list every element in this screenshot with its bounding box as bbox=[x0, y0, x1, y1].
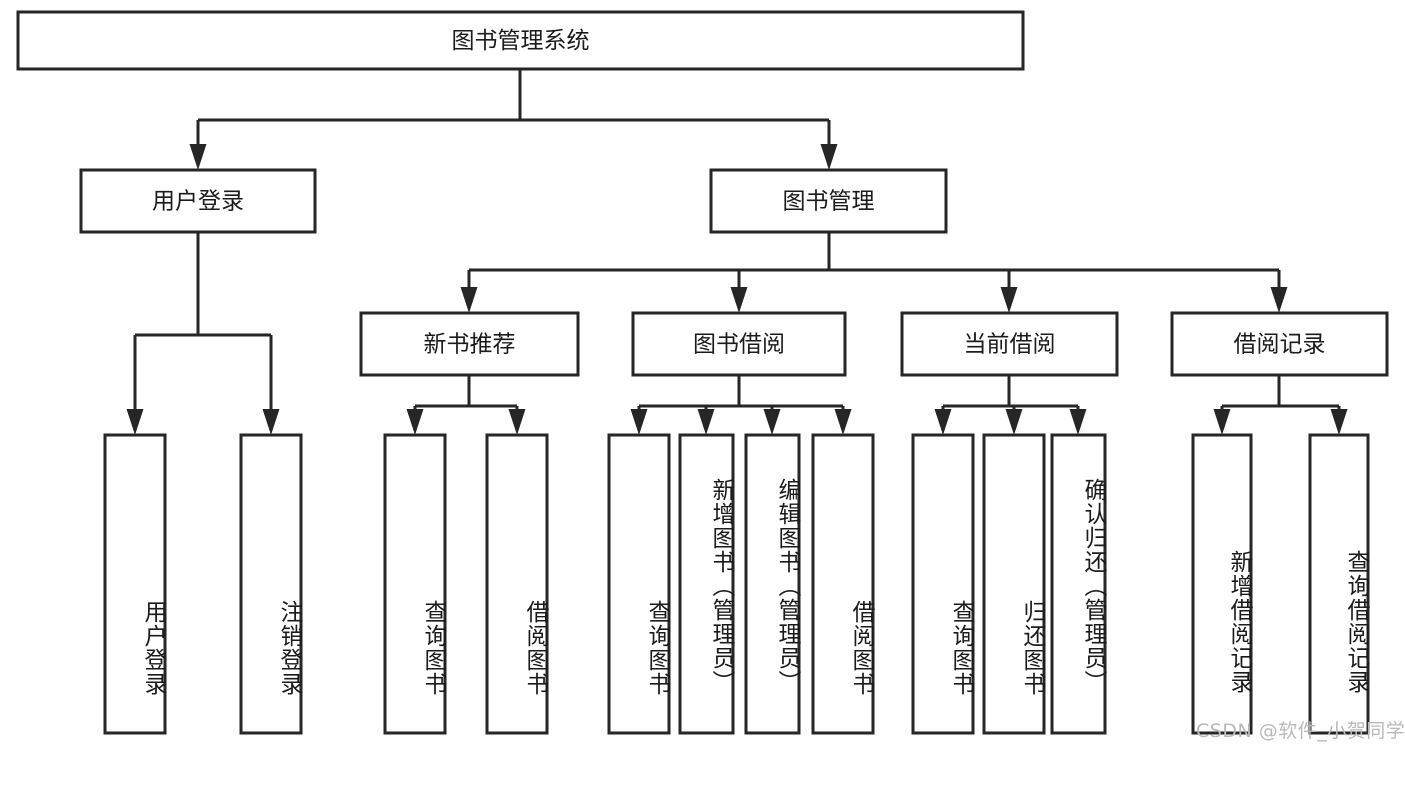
leaf-query-borrow-record[interactable] bbox=[1308, 433, 1370, 735]
node-borrow-record[interactable] bbox=[1170, 311, 1389, 377]
node-book-borrow[interactable] bbox=[631, 311, 847, 377]
node-new-book-recommend-label: 新书推荐 bbox=[424, 332, 516, 358]
node-current-borrow[interactable] bbox=[900, 311, 1119, 377]
leaf-logout[interactable] bbox=[239, 433, 303, 735]
node-root-system-label: 图书管理系统 bbox=[452, 28, 590, 54]
node-new-book-recommend[interactable] bbox=[359, 311, 580, 377]
node-current-borrow-label: 当前借阅 bbox=[964, 332, 1056, 358]
csdn-watermark: CSDN @软件_小贺同学 bbox=[1196, 720, 1405, 742]
node-user-login[interactable] bbox=[79, 168, 317, 234]
node-book-management[interactable] bbox=[709, 168, 948, 234]
leaf-add-book-admin[interactable] bbox=[678, 433, 735, 735]
connector-root-to-level2 bbox=[189, 69, 838, 170]
leaf-add-borrow-record[interactable] bbox=[1191, 433, 1253, 735]
leaf-borrow-book[interactable] bbox=[811, 433, 875, 735]
leaf-edit-book-admin[interactable] bbox=[744, 433, 801, 735]
leaf-user-login[interactable] bbox=[103, 433, 167, 735]
connector-current-borrow-to-leaves bbox=[934, 375, 1087, 435]
connectors-layer bbox=[126, 69, 1348, 435]
node-root-system[interactable] bbox=[16, 10, 1025, 71]
leaf-return-book[interactable] bbox=[982, 433, 1046, 735]
leaf-query-book-recommend[interactable] bbox=[383, 433, 447, 735]
diagram-canvas: 图书管理系统用户登录图书管理新书推荐图书借阅当前借阅借阅记录 用户登录注销登录查… bbox=[16, 10, 1405, 742]
boxes-layer bbox=[16, 10, 1389, 735]
leaf-query-book-borrow[interactable] bbox=[607, 433, 671, 735]
connector-user-login-to-leaves bbox=[126, 232, 280, 435]
connector-borrow-to-leaves bbox=[630, 375, 852, 435]
node-book-management-label: 图书管理 bbox=[783, 189, 875, 215]
connector-recommend-to-leaves bbox=[406, 375, 526, 435]
connector-book-management-to-level3 bbox=[460, 232, 1288, 313]
node-borrow-record-label: 借阅记录 bbox=[1234, 332, 1326, 358]
leaf-confirm-return-admin[interactable] bbox=[1050, 433, 1107, 735]
leaf-borrow-book-recommend[interactable] bbox=[485, 433, 549, 735]
node-book-borrow-label: 图书借阅 bbox=[693, 332, 785, 358]
connector-borrow-record-to-leaves bbox=[1213, 375, 1348, 435]
node-user-login-label: 用户登录 bbox=[152, 189, 244, 215]
leaf-query-book-current[interactable] bbox=[911, 433, 975, 735]
